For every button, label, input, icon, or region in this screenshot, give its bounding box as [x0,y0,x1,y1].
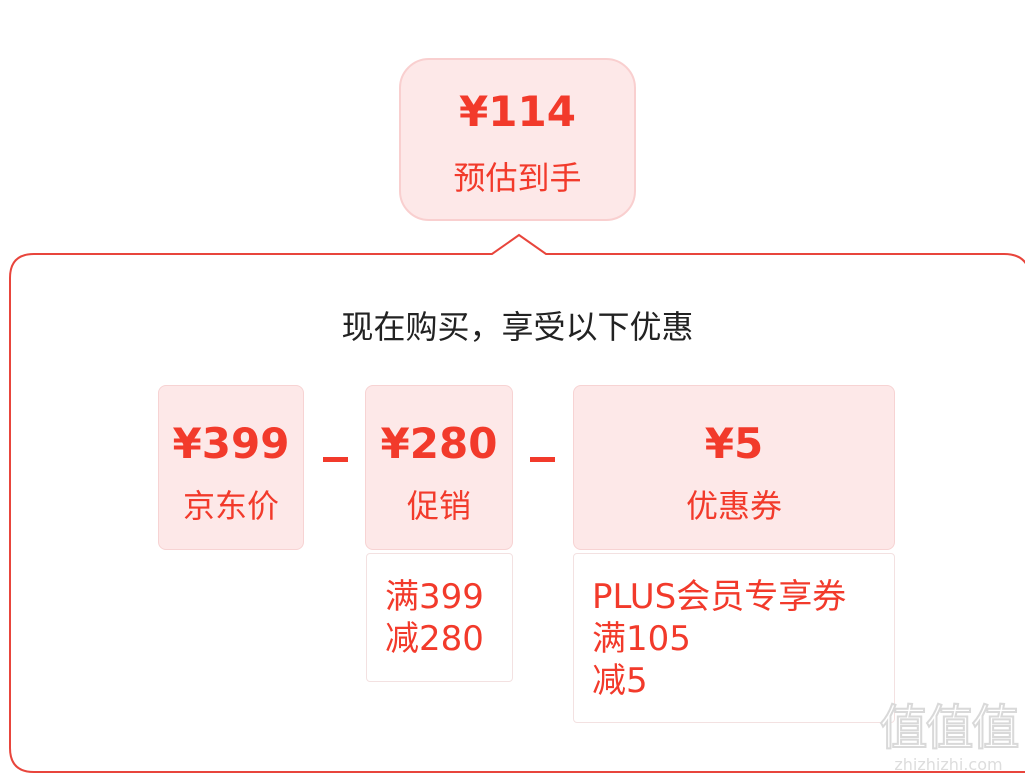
coupon-detail: PLUS会员专享券 满105 减5 [573,553,895,723]
minus-sign [530,457,555,462]
card-amount: ¥399 [172,419,290,468]
discount-headline: 现在购买，享受以下优惠 [341,308,694,346]
card-amount: ¥280 [380,419,498,468]
detail-line: PLUS会员专享券 [592,577,847,617]
promotion-detail: 满399 减280 [366,553,513,682]
card-label: 促销 [406,487,471,525]
detail-line: 减280 [385,619,484,659]
card-label: 优惠券 [685,487,782,525]
card-label: 京东价 [182,487,279,525]
watermark: 值值值 zhizhizhi.com [876,699,1021,774]
estimate-bubble: ¥114 预估到手 [399,58,636,221]
detail-line: 减5 [592,661,648,701]
estimate-label: 预估到手 [453,159,582,197]
card-amount: ¥5 [704,419,764,468]
minus-sign [323,457,348,462]
card-coupon: ¥5 优惠券 [573,385,895,550]
watermark-logo: 值值值 [878,699,1020,757]
estimate-price: ¥114 [459,87,576,136]
card-promotion: ¥280 促销 [365,385,513,550]
detail-line: 满399 [385,577,484,617]
detail-line: 满105 [592,619,691,659]
card-jd-price: ¥399 京东价 [158,385,304,550]
watermark-url: zhizhizhi.com [894,755,1003,774]
